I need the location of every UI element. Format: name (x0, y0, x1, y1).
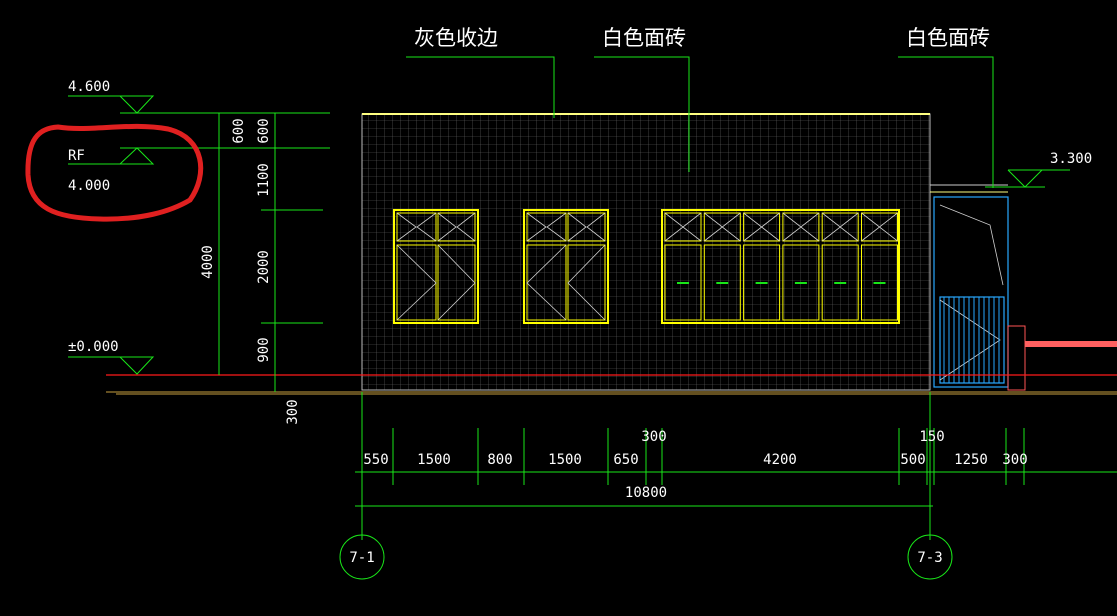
elevation-top: 4.600 (68, 79, 330, 114)
svg-text:3.300: 3.300 (1050, 151, 1092, 167)
label-white-tile-1: 白色面砖 (594, 26, 690, 172)
svg-text:7-1: 7-1 (349, 550, 374, 566)
tiled-wall (361, 113, 931, 391)
dim-label: 500 (900, 452, 925, 468)
svg-text:±0.000: ±0.000 (68, 339, 119, 355)
axis-bubble-7-1: 7-1 (339, 534, 385, 580)
dim-label: 1500 (417, 452, 451, 468)
window-3 (661, 209, 900, 324)
dim-label: 150 (919, 429, 944, 445)
window-1 (393, 209, 479, 324)
dim-label: 300 (1002, 452, 1027, 468)
svg-text:7-3: 7-3 (917, 550, 942, 566)
elevation-ground: ±0.000 (68, 339, 155, 375)
dim-label: 800 (487, 452, 512, 468)
dim-label: 550 (363, 452, 388, 468)
dim-label: 1500 (548, 452, 582, 468)
svg-text:RF: RF (68, 148, 85, 164)
svg-text:900: 900 (256, 337, 272, 362)
svg-text:1100: 1100 (256, 163, 272, 197)
label-gray-trim: 灰色收边 (406, 26, 555, 118)
axis-bubble-7-3: 7-3 (907, 534, 953, 580)
svg-text:300: 300 (285, 399, 301, 424)
dim-label: 1250 (954, 452, 988, 468)
dim-label: 4200 (763, 452, 797, 468)
dim-label: 650 (613, 452, 638, 468)
markup-circle (25, 123, 204, 222)
elevation-annex: 3.300 (985, 151, 1092, 188)
svg-text:4000: 4000 (200, 245, 216, 279)
annex-canopy (930, 184, 1117, 391)
svg-text:灰色收边: 灰色收边 (414, 26, 498, 50)
dim-label: 300 (641, 429, 666, 445)
svg-text:600: 600 (231, 118, 247, 143)
vertical-dimensions: 4000 600 600 1100 2000 900 300 (200, 112, 328, 425)
svg-text:10800: 10800 (625, 485, 667, 501)
label-white-tile-2: 白色面砖 (898, 26, 994, 188)
svg-text:4.000: 4.000 (68, 178, 110, 194)
svg-text:4.600: 4.600 (68, 79, 110, 95)
window-2 (523, 209, 609, 324)
svg-text:白色面砖: 白色面砖 (602, 26, 686, 50)
svg-text:600: 600 (256, 118, 272, 143)
svg-text:白色面砖: 白色面砖 (906, 26, 990, 50)
svg-text:2000: 2000 (256, 250, 272, 284)
